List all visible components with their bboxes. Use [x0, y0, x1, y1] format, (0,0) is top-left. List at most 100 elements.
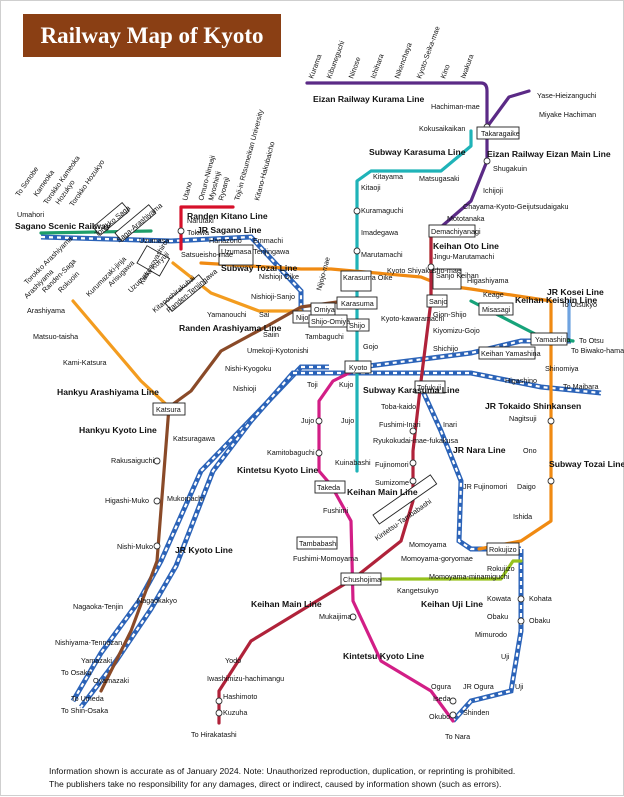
station-label: Mimurodo: [475, 630, 507, 639]
oto-line-label: Keihan Oto Line: [433, 241, 499, 251]
station-label: Ono: [523, 446, 537, 455]
station-label: Kuramaguchi: [361, 206, 404, 215]
station-label: Nishi-Muko: [117, 542, 153, 551]
station-label: Ninose: [346, 56, 362, 80]
station-label: Jingu-Marutamachi: [433, 252, 495, 261]
station-label: Iseda: [433, 694, 451, 703]
station-label: Hachiman-mae: [431, 102, 480, 111]
station-label: Hanazono: [209, 236, 242, 245]
station-box-label: Rokujizo: [489, 545, 517, 554]
tozai-line-label-2: Subway Tozai Line: [549, 459, 624, 469]
station-label: To Umeda: [71, 694, 104, 703]
station-label: Ichijoji: [483, 186, 503, 195]
station-label: Kino: [438, 63, 451, 80]
station-label: Shichijo: [433, 344, 458, 353]
karasuma-line-label-2: Subway Karasuma Line: [363, 385, 460, 395]
station-label: Iwashimizu-hachimangu: [207, 674, 284, 683]
station-box-label: Karasuma Oike: [343, 273, 393, 282]
station-label: Kitano-Hakubaicho: [252, 141, 276, 202]
station-label: Yodo: [225, 656, 241, 665]
station-label: Ishida: [513, 512, 532, 521]
station-label: Narutaki: [187, 216, 214, 225]
station-label: Saiin: [263, 330, 279, 339]
station-label: Ichihara: [368, 53, 385, 80]
station-label: Fujinomori: [375, 460, 409, 469]
station-box-label: Omiya: [314, 305, 335, 314]
station-label: Higashino: [505, 376, 537, 385]
station-label: Momoyama: [409, 540, 447, 549]
station-label: Shinden: [463, 708, 489, 717]
station-label: Imadegawa: [361, 228, 398, 237]
station-label: To Osaka: [61, 668, 91, 677]
station-label: Mukomachi: [167, 494, 204, 503]
station-label: To Hirakatashi: [191, 730, 237, 739]
station-label: Okubo: [429, 712, 450, 721]
station-box-label: Keihan Yamashina: [481, 349, 541, 358]
station-label: Marutamachi: [361, 250, 403, 259]
station-label: Higashiyama: [467, 276, 509, 285]
station-box-label: Takeda: [317, 483, 340, 492]
keihan-main-label-2: Keihan Main Line: [251, 599, 322, 609]
station-box-label: Tambabashi: [299, 539, 338, 548]
station-label: Nishioji Oike: [259, 272, 299, 281]
station-label: Shugakuin: [493, 164, 527, 173]
station-label: Matsugasaki: [419, 174, 460, 183]
station-label: Miyake Hachiman: [539, 110, 596, 119]
line-labels: Eizan Railway Kurama Line Eizan Railway …: [15, 94, 624, 661]
station-label: Kitaoji: [361, 183, 381, 192]
tokaido-label: JR Tokaido Shinkansen: [485, 401, 581, 411]
jr-kyoto-line-track: [70, 364, 329, 703]
station-label: Mototanaka: [447, 214, 485, 223]
sagano-scenic-label: Sagano Scenic Railway: [15, 221, 111, 231]
station-boxes: [92, 126, 568, 586]
station-label: To Otsukyo: [561, 300, 597, 309]
station-label: Gion-Shijo: [433, 310, 467, 319]
hankyu-arashiyama-label: Hankyu Arashiyama Line: [57, 387, 159, 397]
jr-kyoto-line-label: JR Kyoto Line: [175, 545, 233, 555]
station-label: Oyamazaki: [93, 676, 129, 685]
station-box-label: Tofukuji: [417, 383, 442, 392]
station-label: Nagaokakyo: [137, 596, 177, 605]
station-box-label: Shijo: [349, 321, 365, 330]
station-box-label: Nijo: [296, 313, 308, 322]
station-label: Daigo: [517, 482, 536, 491]
station-label: Uji: [515, 682, 524, 691]
station-label: Umahori: [17, 210, 45, 219]
tozai-line-label: Subway Tozai Line: [221, 263, 297, 273]
station-label: Inari: [443, 420, 457, 429]
eizan-kurama-line-track: [305, 81, 531, 129]
station-label: Kurama: [306, 53, 323, 80]
station-label: Kibuneguchi: [324, 39, 346, 80]
station-label: Yamanouchi: [207, 310, 247, 319]
station-label: Matsuo-taisha: [33, 332, 78, 341]
station-label: Shinomiya: [545, 364, 579, 373]
keihan-main-label: Keihan Main Line: [347, 487, 418, 497]
station-label: Utano: [180, 181, 194, 202]
station-label: Kamitobaguchi: [267, 448, 315, 457]
station-label: Nijojo-mae: [314, 256, 332, 292]
station-box-label: Katsura: [156, 405, 181, 414]
station-label: Toba-kaido: [381, 402, 416, 411]
station-label: Tambaguchi: [305, 332, 344, 341]
station-box-label: Demachiyanagi: [431, 227, 481, 236]
sagano-line-label: JR Sagano Line: [197, 225, 262, 235]
station-label: Kiyomizu-Gojo: [433, 326, 480, 335]
keihan-uji-label: Keihan Uji Line: [421, 599, 483, 609]
station-box-label: Uzumasa Tenjingawa: [221, 247, 289, 256]
hankyu-arashiyama-line-track: [71, 299, 171, 409]
station-box-label: Sanjo Keihan: [436, 271, 479, 280]
station-label: JR Ogura: [463, 682, 494, 691]
eizan-main-line-label: Eizan Railway Eizan Main Line: [487, 149, 611, 159]
kitano-line-label: Randen Kitano Line: [187, 211, 268, 221]
randen-kitano-line-track: [179, 205, 235, 251]
station-label: Nagitsuji: [509, 414, 537, 423]
station-label: Higashi-Muko: [105, 496, 149, 505]
jr-nara-south-track: [451, 549, 524, 723]
jr-nara-line-track: [418, 385, 521, 552]
station-label: Nishioji: [233, 384, 257, 393]
station-label: Ogura: [431, 682, 451, 691]
station-label: Kuinabashi: [335, 458, 371, 467]
station-label: Nishi-Kyogoku: [225, 364, 271, 373]
